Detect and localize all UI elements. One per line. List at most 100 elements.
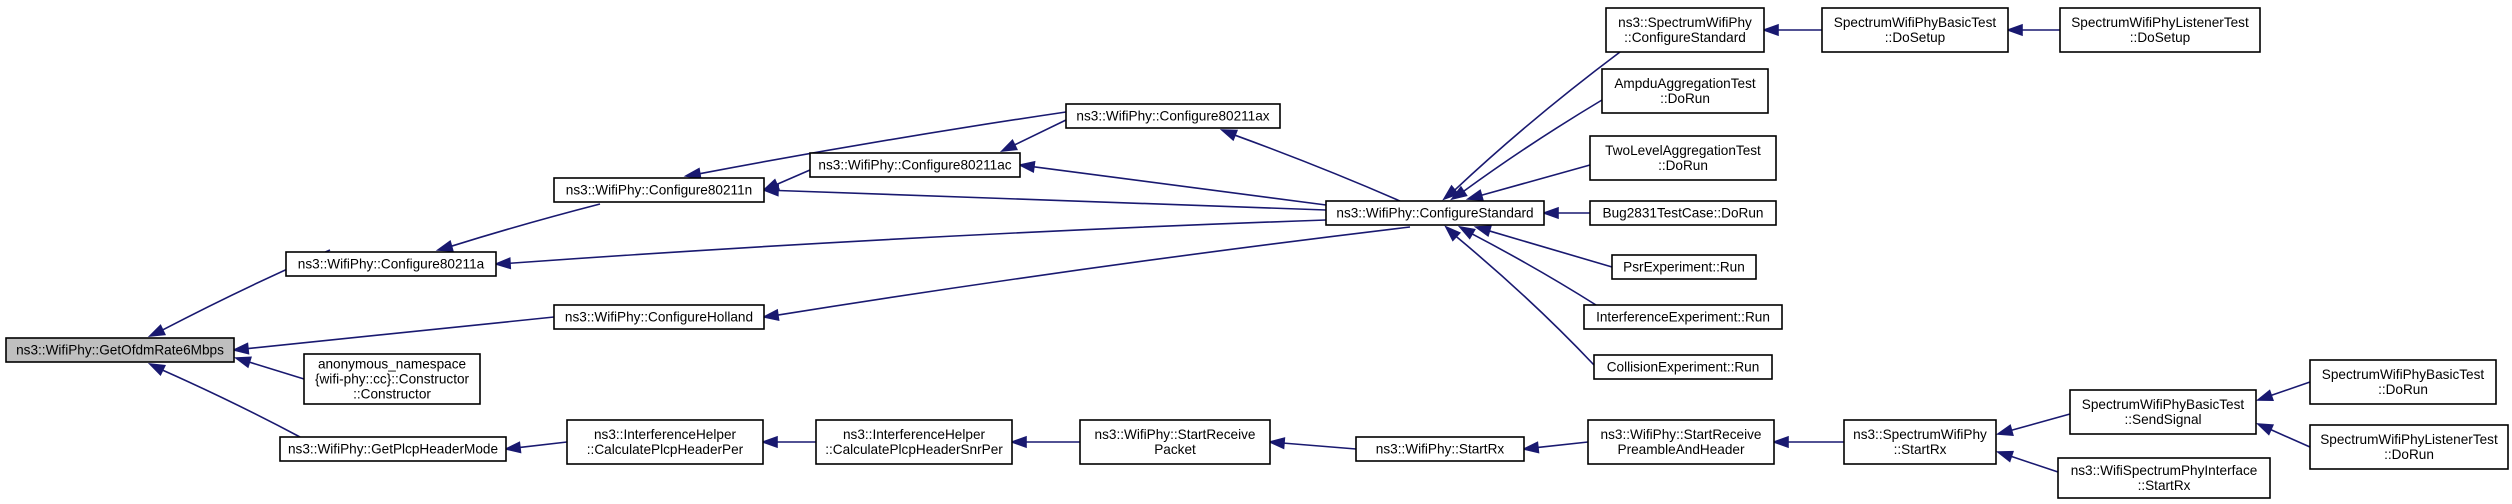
arrowhead: [2005, 23, 2023, 37]
edge-line: [2270, 381, 2311, 397]
node-label: ::DoRun: [2384, 447, 2434, 462]
arrowhead: [503, 441, 522, 454]
edge-line: [776, 169, 811, 186]
node-label: ns3::WifiPhy::ConfigureHolland: [565, 310, 753, 325]
arrowhead: [1771, 435, 1789, 449]
node-label: ::Constructor: [353, 387, 431, 402]
edge-startrecvpkt-to-calcsnr: [1009, 435, 1080, 449]
node-swstartrx[interactable]: ns3::SpectrumWifiPhy::StartRx: [1843, 419, 1997, 465]
node-psr[interactable]: PsrExperiment::Run: [1611, 254, 1757, 280]
node-startrecvpre[interactable]: ns3::WifiPhy::StartReceivePreambleAndHea…: [1587, 419, 1775, 465]
node-getofdm[interactable]: ns3::WifiPhy::GetOfdmRate6Mbps: [5, 337, 235, 363]
node-swcstd[interactable]: ns3::SpectrumWifiPhy::ConfigureStandard: [1605, 7, 1765, 53]
arrowhead: [231, 342, 250, 355]
node-label: Bug2831TestCase::DoRun: [1603, 206, 1764, 221]
node-c80211ac[interactable]: ns3::WifiPhy::Configure80211ac: [809, 152, 1021, 178]
node-box: [303, 353, 481, 405]
edge-calcper-to-getplcp: [503, 441, 568, 454]
arrowhead: [1521, 441, 1540, 454]
node-box: [1593, 354, 1773, 380]
edge-startrx-to-startrecvpkt: [1267, 437, 1357, 450]
arrowhead: [233, 356, 252, 369]
node-label: ::ConfigureStandard: [1624, 30, 1746, 45]
edge-anonctor-to-getofdm: [233, 356, 305, 380]
node-label: ns3::InterferenceHelper: [843, 427, 986, 442]
node-c80211ax[interactable]: ns3::WifiPhy::Configure80211ax: [1065, 103, 1281, 129]
node-label: ::DoRun: [1660, 91, 1710, 106]
node-label: ns3::WifiPhy::StartReceive: [1095, 427, 1256, 442]
edge-line: [1014, 119, 1067, 146]
node-label: ns3::WifiPhy::StartReceive: [1601, 427, 1762, 442]
node-anonctor[interactable]: anonymous_namespace{wifi-phy::cc}::Const…: [303, 353, 481, 405]
node-cstd[interactable]: ns3::WifiPhy::ConfigureStandard: [1325, 200, 1545, 226]
node-box: [1065, 103, 1281, 129]
node-label: ns3::WifiPhy::ConfigureStandard: [1336, 206, 1533, 221]
node-twolevel[interactable]: TwoLevelAggregationTest::DoRun: [1589, 135, 1777, 181]
node-label: SpectrumWifiPhyBasicTest: [1834, 15, 1997, 30]
node-box: [553, 304, 765, 330]
node-label: InterferenceExperiment::Run: [1596, 310, 1770, 325]
node-box: [809, 152, 1021, 178]
node-interf[interactable]: InterferenceExperiment::Run: [1583, 304, 1783, 330]
arrowhead: [1457, 225, 1476, 240]
node-ampdu[interactable]: AmpduAggregationTest::DoRun: [1601, 68, 1769, 114]
node-collision[interactable]: CollisionExperiment::Run: [1593, 354, 1773, 380]
node-box: [1079, 419, 1271, 465]
arrowhead: [1442, 184, 1460, 201]
node-swbdorun[interactable]: SpectrumWifiPhyBasicTest::DoRun: [2309, 359, 2497, 405]
node-startrx[interactable]: ns3::WifiPhy::StartRx: [1355, 436, 1525, 462]
edge-cstd-to-c80211n: [761, 184, 1327, 211]
node-getplcp[interactable]: ns3::WifiPhy::GetPlcpHeaderMode: [279, 436, 507, 462]
node-label: ::DoSetup: [1885, 30, 1945, 45]
node-swifstartrx[interactable]: ns3::WifiSpectrumPhyInterface::StartRx: [2057, 457, 2271, 499]
arrowhead: [435, 240, 454, 252]
node-calcsnr[interactable]: ns3::InterferenceHelper::CalculatePlcpHe…: [815, 419, 1013, 465]
node-box: [815, 419, 1013, 465]
node-box: [1843, 419, 1997, 465]
node-box: [1587, 419, 1775, 465]
edge-line: [1455, 235, 1595, 366]
node-box: [2309, 359, 2497, 405]
edge-cstd-to-c80211a: [493, 219, 1327, 270]
node-box: [279, 436, 507, 462]
node-label: SpectrumWifiPhyListenerTest: [2071, 15, 2249, 30]
node-sendsignal[interactable]: SpectrumWifiPhyBasicTest::SendSignal: [2069, 389, 2257, 435]
arrowhead: [1009, 435, 1027, 449]
edge-cstd-to-cholland: [761, 226, 1411, 322]
node-c80211n[interactable]: ns3::WifiPhy::Configure80211n: [553, 177, 765, 203]
node-box: [1605, 7, 1765, 53]
node-bug2831[interactable]: Bug2831TestCase::DoRun: [1589, 200, 1777, 226]
node-label: ::DoSetup: [2130, 30, 2190, 45]
arrowhead: [761, 308, 780, 322]
node-label: ns3::SpectrumWifiPhy: [1853, 427, 1987, 442]
node-swbsetup[interactable]: SpectrumWifiPhyBasicTest::DoSetup: [1821, 7, 2009, 53]
edge-line: [777, 226, 1411, 316]
edge-line: [1471, 233, 1597, 306]
edge-line: [1033, 166, 1327, 206]
arrowhead: [999, 139, 1018, 153]
node-swlsetup[interactable]: SpectrumWifiPhyListenerTest::DoSetup: [2059, 7, 2261, 53]
arrowhead: [1995, 424, 2014, 436]
edge-swstartrx-to-startrecvpre: [1771, 435, 1844, 449]
node-swldorun[interactable]: SpectrumWifiPhyListenerTest::DoRun: [2309, 424, 2509, 470]
arrowhead: [1219, 129, 1239, 142]
node-c80211a[interactable]: ns3::WifiPhy::Configure80211a: [285, 251, 497, 277]
node-calcper[interactable]: ns3::InterferenceHelper::CalculatePlcpHe…: [566, 419, 764, 465]
node-box: [2057, 457, 2271, 499]
edge-swlsetup-to-swbsetup: [2005, 23, 2060, 37]
edge-line: [777, 189, 1327, 211]
node-label: PreambleAndHeader: [1618, 442, 1745, 457]
node-label: ::StartRx: [1894, 442, 1947, 457]
node-cholland[interactable]: ns3::WifiPhy::ConfigureHolland: [553, 304, 765, 330]
edge-line: [451, 203, 601, 247]
arrowhead: [1450, 185, 1468, 201]
edge-twolevel-to-cstd: [1465, 164, 1591, 201]
edge-startrecvpre-to-startrx: [1521, 441, 1589, 454]
edge-sendsignal-to-swstartrx: [1995, 413, 2071, 436]
node-label: ns3::SpectrumWifiPhy: [1618, 15, 1752, 30]
node-label: PsrExperiment::Run: [1623, 260, 1745, 275]
node-box: [1821, 7, 2009, 53]
node-label: anonymous_namespace: [318, 357, 466, 372]
